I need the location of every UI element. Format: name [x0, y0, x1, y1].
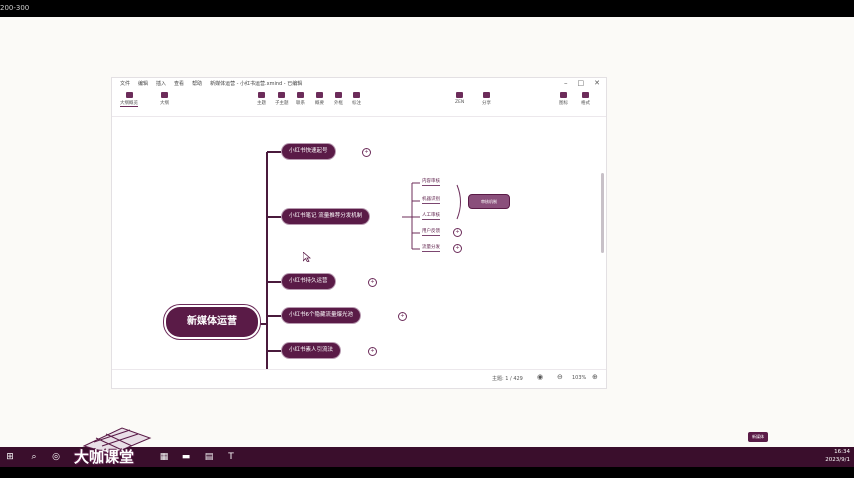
- floating-tag[interactable]: 新媒体: [748, 432, 768, 442]
- watermark-text: 大咖课堂: [74, 448, 135, 466]
- brush-icon: [582, 92, 589, 98]
- app-icon[interactable]: ▤: [204, 452, 214, 462]
- close-button[interactable]: ✕: [594, 79, 600, 87]
- branch-node-3[interactable]: 小红书持久运营: [282, 274, 335, 289]
- menu-help[interactable]: 帮助: [192, 81, 203, 87]
- clock-date: 2023/9/1: [825, 457, 850, 463]
- app-icon[interactable]: ▦: [159, 452, 169, 462]
- list-icon: [161, 92, 168, 98]
- summary-floating-node[interactable]: 审核机制: [468, 194, 510, 209]
- menu-insert[interactable]: 插入: [156, 81, 167, 87]
- summary-icon: [316, 92, 323, 98]
- expand-icon[interactable]: +: [368, 347, 377, 356]
- boundary-icon: [335, 92, 342, 98]
- search-icon[interactable]: ⌕: [31, 452, 37, 462]
- zoom-out-icon[interactable]: ⊖: [557, 373, 563, 381]
- branch-node-5[interactable]: 小红书素人引流法: [282, 343, 341, 358]
- menu-bar: 文件 编辑 插入 查看 帮助 新媒体运营 - 小红书运营.xmind - 已编辑: [120, 80, 302, 90]
- bottom-strip: [0, 467, 854, 478]
- expand-icon[interactable]: +: [368, 278, 377, 287]
- expand-icon[interactable]: +: [398, 312, 407, 321]
- subtopic-icon: [278, 92, 286, 98]
- menu-view[interactable]: 查看: [174, 81, 185, 87]
- leaf-node-2[interactable]: 机器识别: [422, 197, 440, 204]
- leaf-node-5[interactable]: 流量分发: [422, 245, 440, 252]
- task-view-icon[interactable]: ◎: [52, 452, 60, 462]
- toolbar-format-button[interactable]: 格式: [581, 92, 590, 106]
- zoom-level: 103%: [572, 375, 587, 381]
- expand-icon[interactable]: +: [453, 244, 462, 253]
- note-icon: [353, 92, 360, 98]
- toolbar-boundary-button[interactable]: 外框: [334, 92, 343, 106]
- toolbar-share-button[interactable]: 分享: [482, 92, 491, 106]
- branch-node-1[interactable]: 小红书快速起号: [282, 144, 335, 159]
- root-topic-node[interactable]: 新媒体运营: [166, 307, 258, 337]
- vertical-scrollbar[interactable]: [601, 173, 604, 253]
- relationship-icon: [297, 92, 304, 98]
- leaf-node-1[interactable]: 内容审核: [422, 179, 440, 186]
- window-controls: – □ ✕: [564, 79, 600, 87]
- share-icon: [483, 92, 490, 98]
- taskbar: ⊞ ⌕ ◎ ▦ ▬ ▤ T 16:34 2023/9/1: [0, 447, 854, 467]
- topic-icon: [258, 92, 265, 98]
- topic-count: 主题: 1 / 429: [492, 376, 523, 382]
- cursor-icon: [303, 252, 311, 262]
- toolbar: 大纲概览 大纲 主题 子主题 联系 概要: [112, 90, 606, 117]
- mindmap-canvas[interactable]: 小红书快速起号 + 小红书笔记 流量推荐分发机制 小红书持久运营 + 小红书6个…: [112, 117, 606, 369]
- xmind-window: 文件 编辑 插入 查看 帮助 新媒体运营 - 小红书运营.xmind - 已编辑…: [111, 77, 607, 389]
- toolbar-subtopic-button[interactable]: 子主题: [275, 92, 289, 106]
- leaf-node-4[interactable]: 用户反馈: [422, 229, 440, 236]
- toolbar-outline-overview-button[interactable]: 大纲概览: [120, 92, 138, 107]
- mindmap-connectors: [258, 151, 461, 369]
- toolbar-summary-button[interactable]: 概要: [315, 92, 324, 106]
- screen-top-label: 200-300: [0, 4, 30, 12]
- menu-edit[interactable]: 编辑: [138, 81, 149, 87]
- menu-file[interactable]: 文件: [120, 81, 131, 87]
- desktop-background: 文件 编辑 插入 查看 帮助 新媒体运营 - 小红书运营.xmind - 已编辑…: [0, 17, 854, 447]
- status-bar: 主题: 1 / 429 ◉ ⊖ 103% ⊕: [112, 369, 606, 388]
- minimize-button[interactable]: –: [564, 79, 568, 87]
- toolbar-topic-button[interactable]: 主题: [257, 92, 266, 106]
- toolbar-outline-button[interactable]: 大纲: [160, 92, 169, 106]
- star-icon: [560, 92, 567, 98]
- zoom-in-icon[interactable]: ⊕: [592, 373, 598, 381]
- branch-node-4[interactable]: 小红书6个隐藏流量爆光池: [282, 308, 361, 323]
- clock-time: 16:34: [834, 449, 850, 455]
- toolbar-relationship-button[interactable]: 联系: [296, 92, 305, 106]
- toolbar-icon-panel-button[interactable]: 图标: [559, 92, 568, 106]
- leaf-node-3[interactable]: 人工审核: [422, 213, 440, 220]
- system-clock[interactable]: 16:34 2023/9/1: [825, 448, 850, 464]
- text-app-icon[interactable]: T: [228, 452, 234, 462]
- branch-node-2[interactable]: 小红书笔记 流量推荐分发机制: [282, 209, 370, 224]
- toolbar-zen-button[interactable]: ZEN: [455, 92, 464, 105]
- window-title: 新媒体运营 - 小红书运营.xmind - 已编辑: [210, 81, 303, 87]
- outline-icon: [125, 92, 133, 98]
- zen-icon: [456, 92, 464, 98]
- watermark-logo-icon: [82, 427, 152, 454]
- expand-icon[interactable]: +: [453, 228, 462, 237]
- eye-icon[interactable]: ◉: [537, 373, 544, 381]
- windows-start-icon[interactable]: ⊞: [6, 452, 14, 462]
- expand-icon[interactable]: +: [362, 148, 371, 157]
- folder-icon[interactable]: ▬: [181, 452, 191, 462]
- maximize-button[interactable]: □: [577, 79, 585, 87]
- toolbar-note-button[interactable]: 标注: [352, 92, 361, 106]
